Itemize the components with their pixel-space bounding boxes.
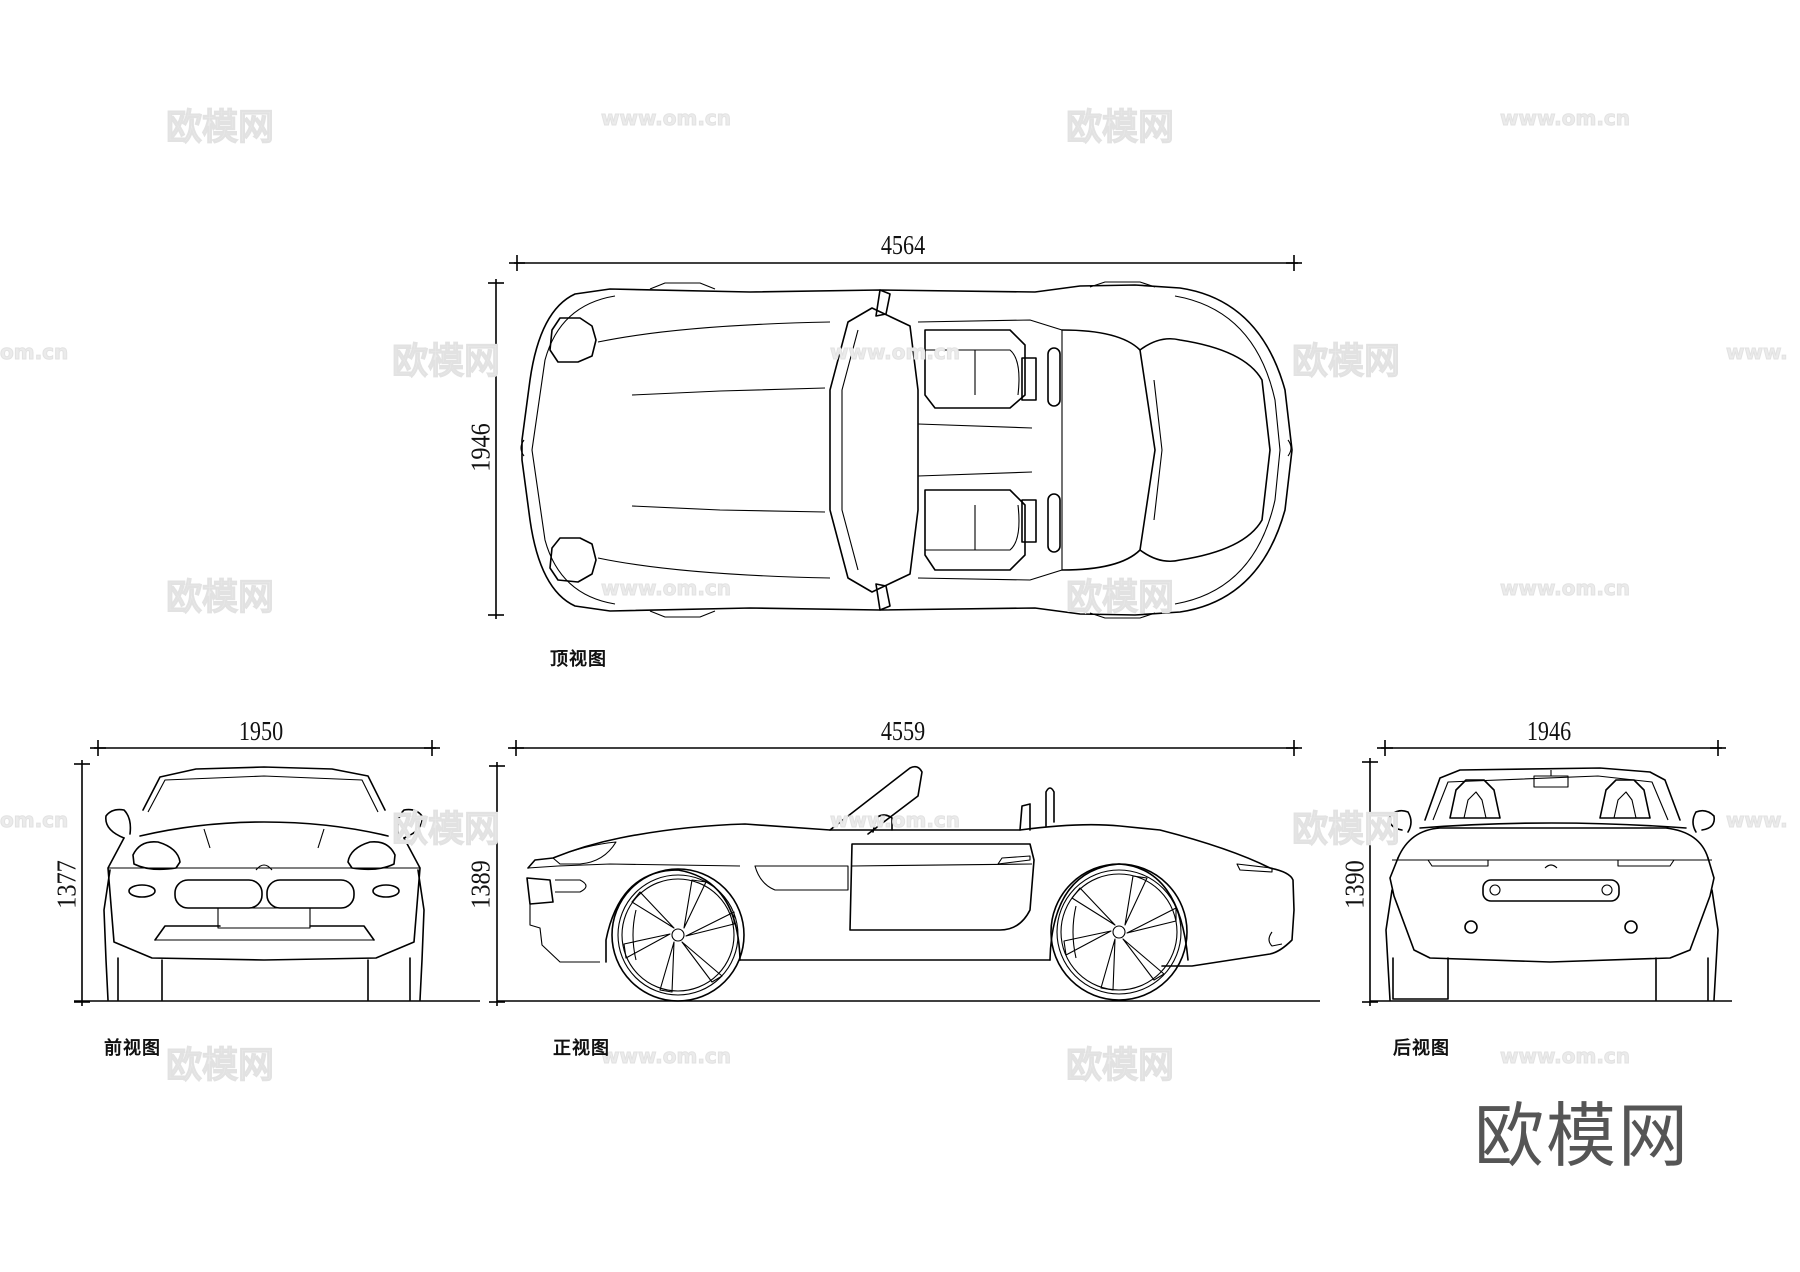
front-view xyxy=(74,740,480,1006)
rear-height-dimension-line xyxy=(1362,758,1378,1006)
front-view-car-outline xyxy=(103,766,425,1001)
side-length-dimension-line xyxy=(508,740,1302,756)
front-width-label: 1950 xyxy=(238,716,284,746)
top-length-dimension-line xyxy=(509,255,1302,271)
front-view-caption: 前视图 xyxy=(104,1038,161,1059)
top-width-label: 1946 xyxy=(465,423,496,472)
rear-width-label: 1946 xyxy=(1526,716,1572,746)
side-height-label: 1389 xyxy=(465,860,496,909)
rear-view xyxy=(1362,740,1732,1006)
side-length-label: 4559 xyxy=(880,716,926,746)
top-view-caption: 顶视图 xyxy=(550,649,607,670)
side-view-car-outline xyxy=(526,765,1295,1002)
side-view-caption: 正视图 xyxy=(553,1038,610,1059)
top-width-dimension-line xyxy=(488,279,504,619)
side-height-dimension-line xyxy=(489,762,505,1006)
top-length-label: 4564 xyxy=(880,230,926,260)
side-view xyxy=(489,740,1320,1006)
front-height-dimension-line xyxy=(74,760,90,1006)
rear-view-car-outline xyxy=(1385,767,1719,1001)
front-height-label: 1377 xyxy=(51,860,82,909)
brand-logo: 欧模网 xyxy=(1474,1095,1690,1177)
front-width-dimension-line xyxy=(90,740,440,756)
top-view-car-outline xyxy=(520,281,1293,619)
rear-width-dimension-line xyxy=(1377,740,1726,756)
rear-wheel xyxy=(1050,863,1188,1001)
rear-height-label: 1390 xyxy=(1339,860,1370,909)
top-view xyxy=(488,255,1302,619)
rear-view-caption: 后视图 xyxy=(1393,1038,1450,1059)
front-wheel xyxy=(611,868,745,1002)
